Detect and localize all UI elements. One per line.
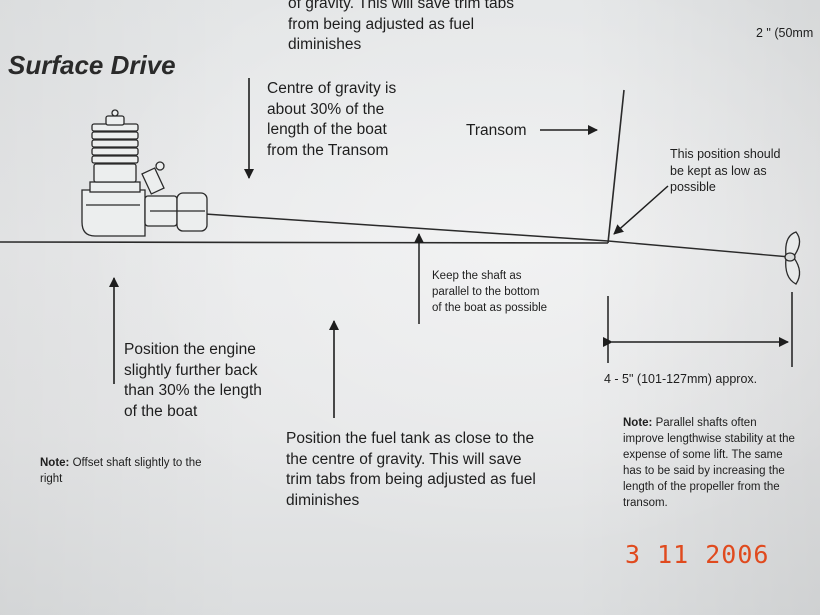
drive-shaft-line: [204, 213, 609, 242]
date-stamp: 3 11 2006: [625, 540, 770, 569]
shaft-parallel-note: Keep the shaft as parallel to the bottom…: [432, 270, 548, 314]
top-fragment-text: of gravity. This will save trim tabs fro…: [288, 0, 514, 53]
shaft-extension-line: [607, 240, 791, 258]
parallel-note-text: Parallel shafts often improve lengthwise…: [623, 417, 795, 509]
dimension-label: 4 - 5" (101-127mm) approx.: [604, 372, 758, 386]
offset-note-label: Note:: [40, 457, 70, 469]
centre-of-gravity-note: Centre of gravity is about 30% of the le…: [267, 80, 397, 159]
parallel-shafts-note: Note: Parallel shafts often improve leng…: [623, 415, 795, 511]
offset-note-text: Offset shaft slightly to the right: [40, 457, 202, 485]
transom-line: [607, 89, 625, 244]
dimension-fragment-text: 2 " (50mm: [756, 26, 814, 40]
offset-shaft-note: Note: Offset shaft slightly to the right: [40, 455, 202, 487]
low-position-arrow: [613, 185, 669, 235]
hull-bottom-line: [0, 241, 609, 244]
page-title: Surface Drive: [8, 50, 176, 80]
propeller-icon: [784, 231, 801, 285]
engine-icon: [81, 109, 208, 237]
transom-label: Transom: [466, 122, 527, 139]
engine-position-note: Position the engine slightly further bac…: [124, 341, 262, 420]
fuel-tank-note: Position the fuel tank as close to the t…: [286, 430, 536, 509]
parallel-note-label: Note:: [623, 417, 653, 429]
low-position-note: This position should be kept as low as p…: [670, 147, 781, 194]
